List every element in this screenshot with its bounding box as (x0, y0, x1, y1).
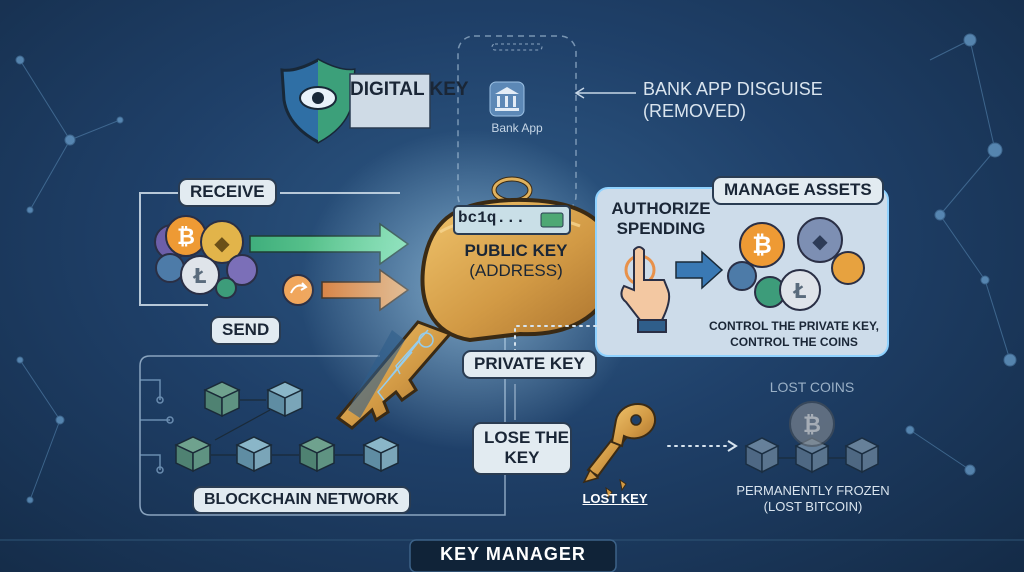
private-key-label: PRIVATE KEY (462, 350, 597, 379)
manage-assets-label: MANAGE ASSETS (712, 176, 884, 205)
bank-app-label: Bank App (491, 121, 543, 135)
lose-key-line2: KEY (504, 448, 540, 468)
bank-disguise-line1: BANK APP DISGUISE (643, 79, 823, 99)
coin-cluster-left (154, 215, 258, 299)
bitcoin-coin-icon: ₿ (803, 413, 821, 438)
send-label: SEND (210, 316, 282, 345)
receive-label: RECEIVE (178, 178, 277, 207)
blockchain-block-icon (174, 381, 400, 473)
digital-key-label: DIGITAL KEY (350, 79, 469, 100)
broken-key-icon (582, 403, 657, 500)
litecoin-coin-icon: Ł (193, 264, 207, 288)
ethereum-coin-icon: ◆ (214, 231, 230, 255)
hand-pointer-icon (620, 246, 671, 333)
bitcoin-coin-icon: ₿ (752, 231, 772, 259)
lose-key-line1: LOSE THE (484, 428, 570, 447)
frozen-line2: (LOST BITCOIN) (763, 499, 863, 514)
authorize-line2: SPENDING (616, 219, 706, 238)
public-key-line1: PUBLIC KEY (464, 241, 568, 260)
bitcoin-coin-icon: ₿ (177, 225, 195, 250)
frozen-line1: PERMANENTLY FROZEN (736, 483, 890, 498)
blockchain-network-label: BLOCKCHAIN NETWORK (192, 486, 411, 514)
control-line2: CONTROL THE COINS (730, 335, 858, 349)
circuit-traces (140, 379, 174, 474)
litecoin-coin-icon: Ł (793, 279, 807, 303)
ethereum-coin-icon: ◆ (812, 229, 828, 253)
bank-icon (489, 81, 525, 117)
bank-disguise-line2: (REMOVED) (643, 101, 746, 121)
network-decoration (15, 33, 1017, 504)
address-display (453, 205, 571, 235)
lose-the-key-label: LOSE THE KEY (472, 422, 572, 475)
control-line1: CONTROL THE PRIVATE KEY, (708, 319, 879, 333)
address-snippet: bc1q... (458, 209, 526, 227)
authorize-line1: AUTHORIZE (611, 199, 711, 218)
shield-eye-icon (280, 58, 356, 144)
public-key-line2: (ADDRESS) (469, 261, 563, 280)
lost-coin-icon (789, 401, 835, 447)
key-manager-title: KEY MANAGER (440, 544, 586, 564)
key-manager-bar (409, 539, 617, 572)
lost-key-label: LOST KEY (582, 491, 648, 506)
arrow-icon (574, 87, 636, 99)
lost-coins-label: LOST COINS (769, 379, 855, 395)
coin-cluster-right (727, 217, 865, 311)
